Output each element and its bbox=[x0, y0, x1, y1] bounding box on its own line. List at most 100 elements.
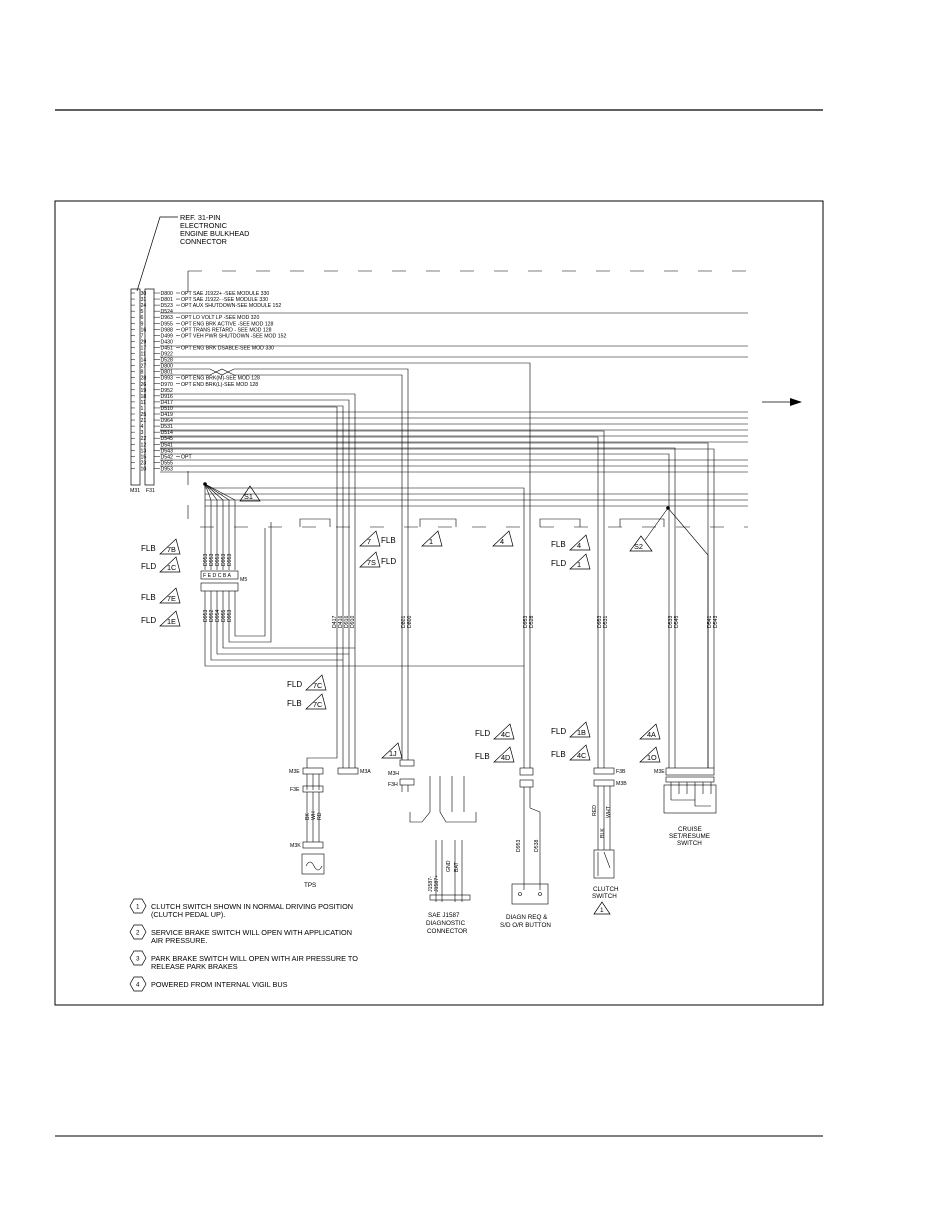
connector-left-label: M31 bbox=[130, 488, 140, 494]
wire-label: D954 bbox=[215, 609, 221, 622]
pin-circuit: D419 bbox=[161, 412, 174, 418]
triangle-id: 1B bbox=[577, 728, 586, 737]
note-number: 3 bbox=[136, 956, 140, 963]
splice-s2: S2 bbox=[629, 506, 709, 768]
pin-note: OPT LO VOLT LP -SEE MOD 320 bbox=[181, 315, 259, 321]
pin-circuit: D417 bbox=[161, 400, 174, 406]
cruise-label-2: SET/RESUME bbox=[669, 833, 710, 840]
pin-circuit: D952 bbox=[161, 388, 174, 394]
note-item: 3 PARK BRAKE SWITCH WILL OPEN WITH AIR PR… bbox=[129, 950, 358, 971]
note-number: 2 bbox=[136, 930, 140, 937]
wire-label: D953 bbox=[523, 615, 529, 628]
pin-number: 26 bbox=[141, 382, 147, 388]
triangle-id: 4 bbox=[577, 541, 581, 550]
pin-number: 16 bbox=[141, 327, 147, 333]
wire-label: D916 bbox=[344, 615, 350, 628]
wire-label: D417 bbox=[332, 615, 338, 628]
triangle-id: 4C bbox=[577, 751, 586, 760]
pin-number: 11 bbox=[141, 400, 146, 406]
sae-j1587-pos: J1587+ bbox=[434, 875, 440, 892]
triangle-id: 4D bbox=[501, 753, 510, 762]
triangle-id: 1E bbox=[167, 617, 176, 626]
cruise-switch bbox=[663, 767, 717, 814]
triangle-id: 7C bbox=[313, 700, 322, 709]
pin-circuit: D531 bbox=[161, 424, 174, 430]
cruise-conn: M3E bbox=[654, 769, 665, 775]
pin-circuit: D542 bbox=[161, 454, 174, 460]
triangle-tag: FLB bbox=[141, 593, 156, 602]
triangle-ref: 7 FLB bbox=[359, 530, 396, 547]
triangle-ref: 4C FLB bbox=[551, 744, 591, 761]
triangle-id: 7 bbox=[367, 537, 371, 546]
pin-number: 10 bbox=[141, 466, 147, 472]
wire-label: WH bbox=[311, 811, 317, 820]
pin-number: 18 bbox=[141, 394, 147, 400]
sae-bat: BAT bbox=[454, 861, 460, 872]
clutch-color-blk: BLK bbox=[600, 828, 606, 838]
wire-label: D953 bbox=[209, 553, 215, 566]
triangle-tag: FLB bbox=[381, 536, 396, 545]
triangle-tag: FLD bbox=[141, 616, 156, 625]
splice-pins-top: F E D C B A bbox=[203, 573, 232, 579]
note-number: 4 bbox=[136, 982, 140, 989]
clutch-label-2: SWITCH bbox=[592, 893, 617, 900]
triangle-id: 1 bbox=[577, 560, 581, 569]
triangle-id: 7E bbox=[167, 594, 176, 603]
pin-number: 14 bbox=[141, 358, 147, 364]
pin-circuit: D993 bbox=[161, 376, 174, 382]
triangle-tag: FLD bbox=[551, 559, 566, 568]
note-text: PARK BRAKE SWITCH WILL OPEN WITH AIR PRE… bbox=[151, 954, 358, 963]
triangle-ref: 7E FLB bbox=[141, 587, 181, 604]
pin-circuit: D543 bbox=[161, 448, 174, 454]
wire-label: BK bbox=[305, 813, 311, 820]
pin-number: 25 bbox=[141, 412, 147, 418]
triangle-tag: FLD bbox=[287, 680, 302, 689]
pin-circuit: D541 bbox=[161, 442, 174, 448]
pin-number: 15 bbox=[141, 454, 147, 460]
clutch-ref: 1 bbox=[600, 907, 604, 914]
triangle-ref: 1 FLD bbox=[551, 553, 591, 570]
clutch-switch bbox=[593, 767, 615, 879]
wire-label: D953 bbox=[215, 553, 221, 566]
wire-label: D953 bbox=[221, 553, 227, 566]
triangle-ref: 1 bbox=[421, 530, 443, 547]
pin-circuit: D801 bbox=[161, 297, 174, 303]
sae-label-1: SAE J1587 bbox=[428, 912, 460, 919]
pin-circuit: D528 bbox=[161, 358, 174, 364]
note-text-2: RELEASE PARK BRAKES bbox=[151, 962, 238, 971]
note-text-2: AIR PRESSURE. bbox=[151, 936, 207, 945]
triangle-id: 4 bbox=[500, 537, 504, 546]
ref-line-4: CONNECTOR bbox=[180, 237, 227, 246]
note-text: CLUTCH SWITCH SHOWN IN NORMAL DRIVING PO… bbox=[151, 902, 353, 911]
wire-label: D801 bbox=[401, 615, 407, 628]
pin-note: OPT TRANS RETARD - SEE MOD 128 bbox=[181, 327, 272, 333]
clutch-color-wht: WHT bbox=[606, 805, 612, 818]
triangle-id: 1 bbox=[429, 537, 433, 546]
pin-circuit: D988 bbox=[161, 327, 174, 333]
pin-note: OPT SAE J1922- -SEE MODULE 330 bbox=[181, 297, 268, 303]
pin-number: 30 bbox=[141, 291, 147, 297]
wire-label: D541 bbox=[707, 615, 713, 628]
pin-number: 3 bbox=[141, 430, 144, 436]
splice-s1: S1 F E D C B A M5 bbox=[200, 482, 524, 667]
triangle-tag: FLB bbox=[475, 752, 490, 761]
triangle-id: 1O bbox=[647, 753, 657, 762]
splice-conn-label: M5 bbox=[240, 577, 247, 583]
pin-note: OPT END BRK(L)-SEE MOD 128 bbox=[181, 382, 258, 388]
triangle-id: 4C bbox=[501, 730, 510, 739]
diag-label-2: S/D O/R BUTTON bbox=[500, 922, 551, 929]
wire-label: D545 bbox=[674, 615, 680, 628]
pin-circuit: D524 bbox=[161, 309, 174, 315]
wire-label: D953 bbox=[227, 553, 233, 566]
triangle-tag: FLB bbox=[551, 750, 566, 759]
triangle-id: 4A bbox=[647, 730, 656, 739]
pin-circuit: D499 bbox=[161, 333, 174, 339]
